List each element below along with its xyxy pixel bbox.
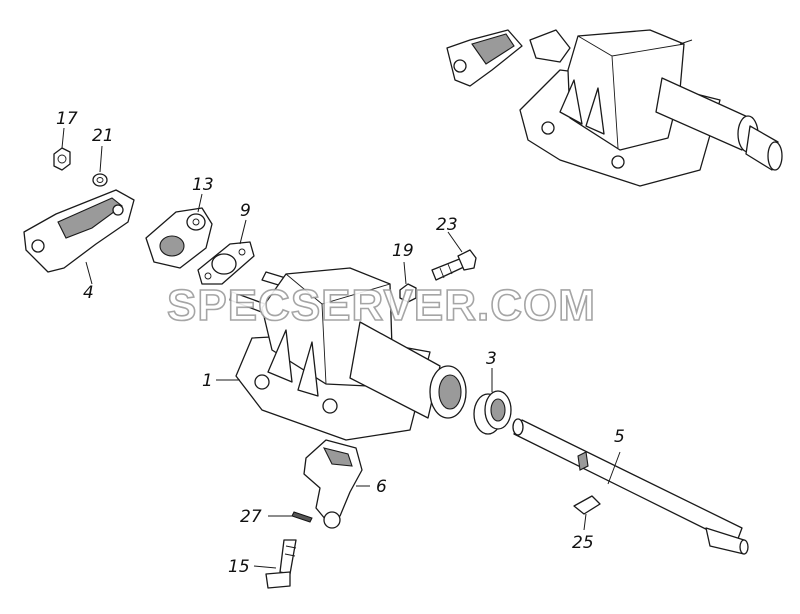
watermark: SPECSERVER.COM	[167, 281, 596, 330]
shaft-5	[512, 418, 749, 555]
nut-17	[53, 147, 71, 171]
callout-1: 1	[202, 371, 213, 391]
callout-27: 27	[240, 507, 262, 527]
callout-25: 25	[572, 533, 594, 553]
housing-1	[229, 267, 467, 441]
callout-15: 15	[228, 557, 250, 577]
assembled-housing-illustration	[446, 29, 783, 187]
lever-6	[303, 439, 370, 529]
callout-6: 6	[376, 477, 387, 497]
nut-19	[399, 283, 417, 303]
washer-21	[92, 173, 108, 187]
bolt-15	[253, 539, 297, 589]
pin-27	[291, 511, 313, 523]
adapter-13	[145, 193, 213, 269]
bracket-lever-4	[23, 189, 135, 285]
callout-23: 23	[436, 215, 458, 235]
callout-17: 17	[56, 109, 78, 129]
callout-13: 13	[192, 175, 214, 195]
bolt-23	[431, 231, 477, 281]
callout-21: 21	[92, 126, 114, 146]
bushing-3	[473, 368, 512, 435]
callout-4: 4	[83, 283, 94, 303]
callout-19: 19	[392, 241, 414, 261]
key-25	[573, 495, 601, 515]
gasket-9	[197, 219, 255, 285]
callout-3: 3	[486, 349, 497, 369]
callout-5: 5	[614, 427, 625, 447]
callout-9: 9	[240, 201, 251, 221]
